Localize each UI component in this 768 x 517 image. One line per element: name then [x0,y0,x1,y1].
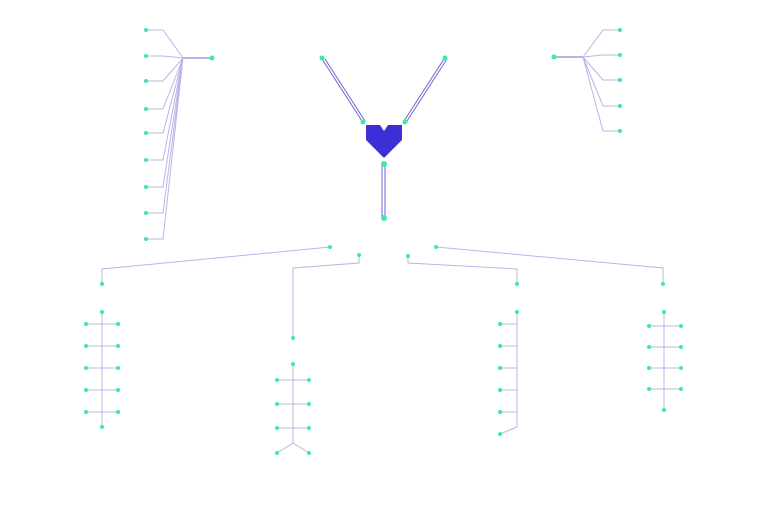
hub-link-down [381,164,386,218]
tree-leaf-node[interactable] [116,388,120,392]
tree-tail-node[interactable] [662,408,666,412]
fan-leaf-node[interactable] [618,28,622,32]
fan-leaf-node[interactable] [144,54,148,58]
fan-leaf-node[interactable] [618,129,622,133]
branch-end-node[interactable] [661,282,665,286]
fan-leaf-node[interactable] [144,131,148,135]
branch-end-node[interactable] [515,282,519,286]
tree-leaf-node[interactable] [679,387,683,391]
tree-leaf-node[interactable] [647,366,651,370]
tree-leaf-node[interactable] [116,366,120,370]
central-hub [319,55,448,221]
bottom-tree-3 [498,310,519,436]
fan-leaf-node[interactable] [144,79,148,83]
bottom-connectors [100,245,665,340]
tree-leaf-node[interactable] [498,322,502,326]
fan-root-node[interactable] [551,54,557,60]
tree-leaf-node[interactable] [84,344,88,348]
tree-root-node[interactable] [100,310,104,314]
branch-end-node[interactable] [100,282,104,286]
upper-node-left[interactable] [319,55,325,61]
fan-root-node[interactable] [209,55,215,61]
fan-leaf-node[interactable] [618,104,622,108]
top-left-fan [144,28,215,241]
tree-leaf-node[interactable] [84,410,88,414]
tree-tail-node[interactable] [100,425,104,429]
hub-port-left[interactable] [360,119,366,125]
tree-leaf-node[interactable] [307,426,311,430]
bottom-tree-2 [275,362,311,455]
tree-leaf-node[interactable] [116,410,120,414]
hub-port-bottom[interactable] [381,161,387,167]
tree-leaf-node[interactable] [275,402,279,406]
tree-leaf-node[interactable] [647,345,651,349]
fan-leaf-node[interactable] [144,211,148,215]
tree-leaf-node[interactable] [647,324,651,328]
tree-leaf-node[interactable] [84,388,88,392]
tree-leaf-node[interactable] [498,344,502,348]
hub-link-left [321,58,366,122]
fan-leaf-node[interactable] [144,158,148,162]
branch-end-node[interactable] [291,336,295,340]
tree-leaf-node[interactable] [498,432,502,436]
top-right-fan [551,28,622,133]
bottom-tree-4 [647,310,683,412]
tree-leaf-node[interactable] [307,378,311,382]
branch-node[interactable] [357,253,361,257]
branch-node[interactable] [434,245,438,249]
fan-leaf-node[interactable] [144,107,148,111]
tree-leaf-node[interactable] [116,322,120,326]
fan-leaf-node[interactable] [618,78,622,82]
tree-leaf-node[interactable] [275,378,279,382]
branch-node[interactable] [406,254,410,258]
tree-root-node[interactable] [291,362,295,366]
fan-leaf-node[interactable] [144,185,148,189]
tree-leaf-node[interactable] [647,387,651,391]
tree-leaf-node[interactable] [275,426,279,430]
fan-leaf-node[interactable] [144,28,148,32]
fan-leaf-node[interactable] [144,237,148,241]
heart-chevron-icon [366,125,402,158]
tree-leaf-node[interactable] [307,402,311,406]
tree-leaf-node[interactable] [307,451,311,455]
hub-link-right [403,58,448,122]
tree-root-node[interactable] [662,310,666,314]
tree-leaf-node[interactable] [84,322,88,326]
tree-leaf-node[interactable] [679,324,683,328]
hub-port-right[interactable] [402,119,408,125]
tree-leaf-node[interactable] [116,344,120,348]
upper-node-right[interactable] [442,55,448,61]
tree-leaf-node[interactable] [679,366,683,370]
tree-leaf-node[interactable] [498,410,502,414]
tree-leaf-node[interactable] [498,388,502,392]
tree-leaf-node[interactable] [84,366,88,370]
fan-leaf-node[interactable] [618,53,622,57]
tree-leaf-node[interactable] [275,451,279,455]
tree-root-node[interactable] [515,310,519,314]
branch-node[interactable] [328,245,332,249]
lower-node[interactable] [381,215,387,221]
tree-leaf-node[interactable] [498,366,502,370]
tree-leaf-node[interactable] [679,345,683,349]
bottom-tree-1 [84,310,120,429]
